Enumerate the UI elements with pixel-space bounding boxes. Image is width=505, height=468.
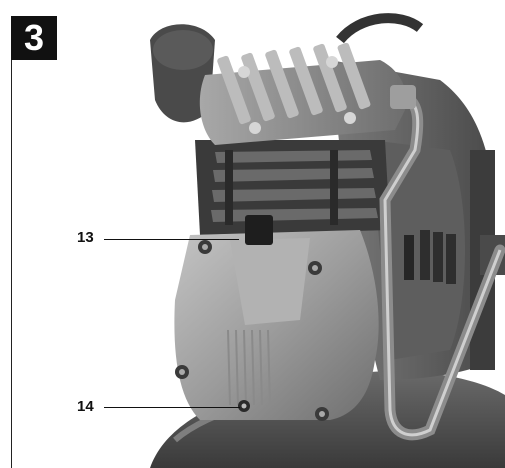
figure-border <box>11 60 12 468</box>
pipe-fitting <box>390 85 416 109</box>
callout-leader-14 <box>104 407 240 408</box>
callout-label-14: 14 <box>77 398 94 415</box>
cover-ribs <box>227 329 271 406</box>
crankcase-cover <box>174 230 379 420</box>
callout-leader-13 <box>104 239 239 240</box>
cover-ridge <box>230 238 310 325</box>
motor-vents <box>404 230 456 284</box>
top-handle <box>336 13 424 44</box>
figure-number-badge: 3 <box>11 16 57 60</box>
callout-label-13: 13 <box>77 229 94 246</box>
oil-filler-plug <box>245 215 273 245</box>
